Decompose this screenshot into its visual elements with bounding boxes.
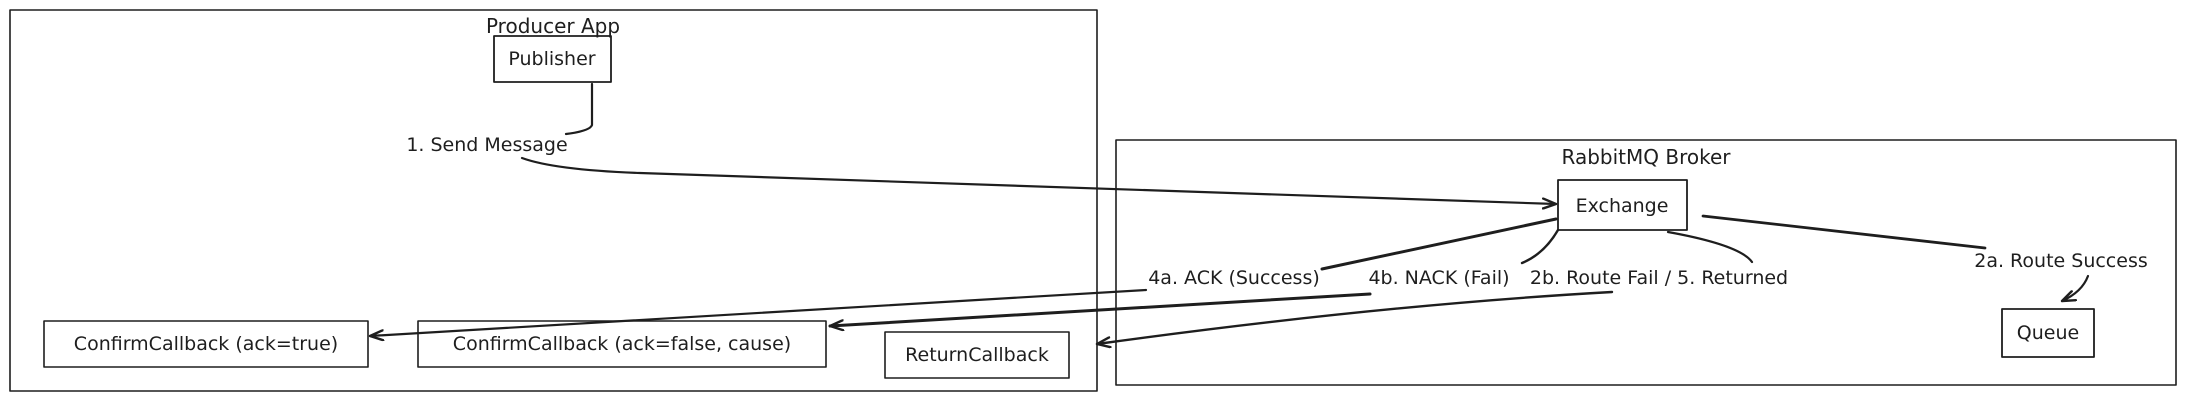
producer-app-container: Producer App <box>9 9 1098 392</box>
queue-node[interactable]: Queue <box>2001 308 2095 358</box>
return-callback-node[interactable]: ReturnCallback <box>884 331 1070 379</box>
edge-route-success: 2a. Route Success <box>1701 214 2148 301</box>
route-fail-label: 2b. Route Fail / 5. Returned <box>1530 267 1788 289</box>
edge-send-message: 1. Send Message <box>406 82 1556 204</box>
edge-route-fail: 2b. Route Fail / 5. Returned <box>1095 230 1788 344</box>
queue-label: Queue <box>2017 322 2079 344</box>
return-callback-label: ReturnCallback <box>905 344 1049 366</box>
publisher-label: Publisher <box>508 48 595 70</box>
confirm-callback-ack-false-node[interactable]: ConfirmCallback (ack=false, cause) <box>417 320 827 368</box>
producer-app-title: Producer App <box>486 14 620 38</box>
confirm-callback-ack-false-label: ConfirmCallback (ack=false, cause) <box>453 333 791 355</box>
publisher-node[interactable]: Publisher <box>493 35 612 83</box>
confirm-callback-ack-true-node[interactable]: ConfirmCallback (ack=true) <box>43 320 369 368</box>
ack-label: 4a. ACK (Success) <box>1148 267 1320 289</box>
rabbitmq-broker-title: RabbitMQ Broker <box>1562 145 1732 169</box>
send-message-label: 1. Send Message <box>406 134 567 156</box>
nack-label: 4b. NACK (Fail) <box>1368 267 1509 289</box>
exchange-node[interactable]: Exchange <box>1557 179 1688 231</box>
exchange-label: Exchange <box>1576 195 1669 217</box>
confirm-callback-ack-true-label: ConfirmCallback (ack=true) <box>74 333 338 355</box>
rabbitmq-broker-container: RabbitMQ Broker <box>1115 139 2177 386</box>
edge-nack: 4b. NACK (Fail) <box>828 228 1560 326</box>
edge-ack: 4a. ACK (Success) <box>370 217 1558 336</box>
route-success-label: 2a. Route Success <box>1974 250 2148 272</box>
